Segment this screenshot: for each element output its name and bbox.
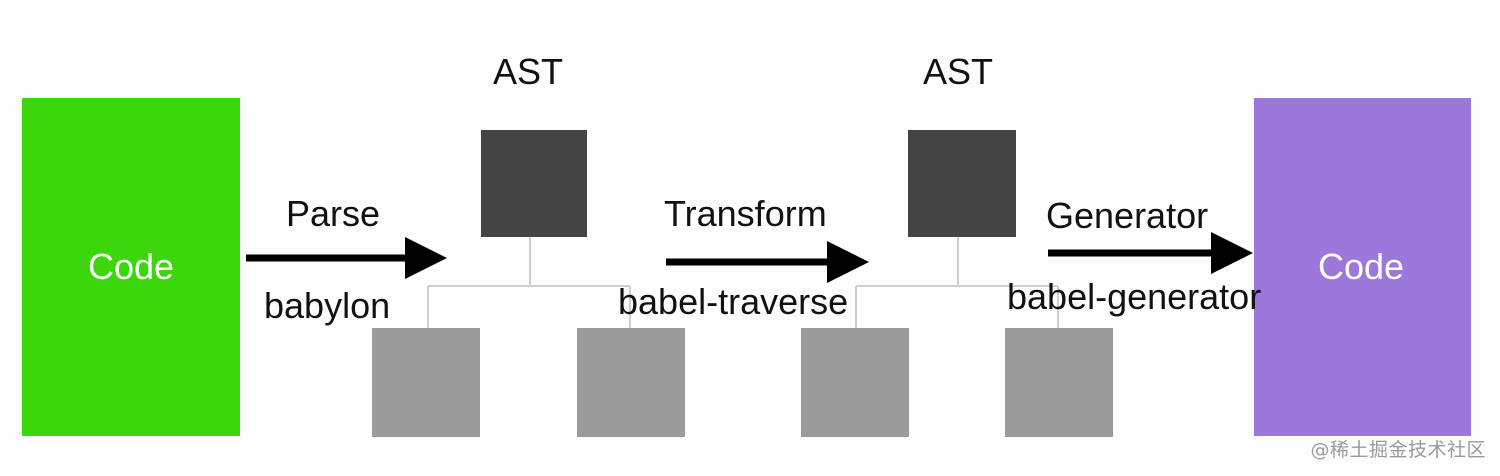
output-code-label: Code (1318, 246, 1404, 287)
transform-step-label: Transform (664, 193, 827, 234)
transform-edge: Transform babel-traverse (618, 193, 869, 322)
ast-2-left-child (801, 328, 909, 437)
parse-step-label: Parse (286, 193, 380, 234)
ast-1-node: AST (372, 51, 685, 437)
output-code-node: Code (1254, 98, 1471, 436)
babylon-tool-label: babylon (264, 285, 390, 326)
watermark: @稀土掘金技术社区 (1310, 439, 1486, 461)
generator-step-label: Generator (1046, 195, 1208, 236)
ast-2-node: AST (801, 51, 1113, 437)
ast-1-right-child (577, 328, 685, 437)
source-code-label: Code (88, 246, 174, 287)
babel-generator-tool-label: babel-generator (1007, 276, 1261, 317)
source-code-box (22, 98, 240, 436)
output-code-box (1254, 98, 1471, 436)
ast-2-root-node (908, 130, 1016, 237)
ast-1-label: AST (493, 51, 563, 92)
ast-1-left-child (372, 328, 480, 437)
babel-traverse-tool-label: babel-traverse (618, 281, 848, 322)
parse-edge: Parse babylon (246, 193, 447, 326)
generator-edge: Generator babel-generator (1007, 195, 1261, 317)
source-code-node: Code (22, 98, 240, 436)
ast-2-right-child (1005, 328, 1113, 437)
ast-1-root-node (481, 130, 587, 237)
ast-2-label: AST (923, 51, 993, 92)
